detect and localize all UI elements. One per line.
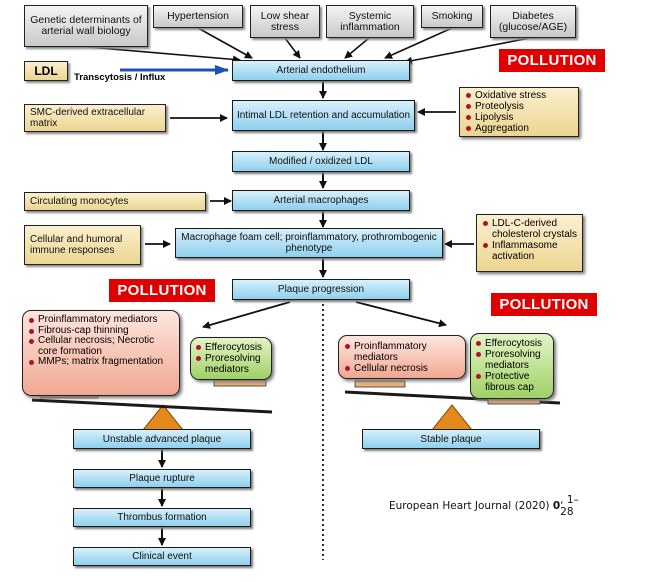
pollution-badge-top: POLLUTION: [499, 49, 605, 72]
foam-cell-modifiers: LDL-C-derived cholesterol crystals Infla…: [476, 214, 583, 272]
input-immune-responses: Cellular and humoral immune responses: [24, 225, 141, 265]
pro-item: Proinflammatory mediators: [343, 341, 461, 363]
scale-beam-left: [31, 398, 273, 414]
outcome-plaque-rupture: Plaque rupture: [73, 469, 251, 488]
modifier-item: Aggregation: [464, 123, 574, 134]
modifier-item: LDL-C-derived cholesterol crystals: [481, 218, 578, 240]
outcome-unstable-plaque: Unstable advanced plaque: [73, 429, 251, 449]
anti-item: Proresolving mediators: [194, 353, 268, 375]
fulcrum-right: [430, 404, 474, 431]
retention-modifiers: Oxidative stress Proteolysis Lipolysis A…: [459, 87, 579, 137]
step-ldl-retention: Intimal LDL retention and accumulation: [232, 100, 415, 131]
step-arterial-endothelium: Arterial endothelium: [232, 60, 410, 81]
stable-proinflammatory-box: Proinflammatory mediators Cellular necro…: [338, 335, 466, 379]
pro-item: Cellular necrosis; Necrotic core formati…: [27, 335, 175, 357]
pollution-badge-right: POLLUTION: [491, 293, 597, 316]
outcome-thrombus-formation: Thrombus formation: [73, 508, 251, 527]
modifier-item: Inflammasome activation: [481, 240, 578, 262]
stable-resolving-box: Efferocytosis Proresolving mediators Pro…: [470, 333, 554, 399]
step-modified-ldl: Modified / oxidized LDL: [232, 151, 410, 172]
pro-item: MMPs; matrix fragmentation: [27, 356, 175, 368]
citation-journal: European Heart Journal (2020): [389, 500, 553, 512]
unstable-proinflammatory-box: Proinflammatory mediators Fibrous-cap th…: [22, 310, 180, 396]
modifier-item: Lipolysis: [464, 112, 574, 123]
citation-pages: , 1–28: [560, 494, 579, 518]
pro-item: Proinflammatory mediators: [27, 314, 175, 326]
step-foam-cell: Macrophage foam cell; proinflammatory, p…: [175, 228, 443, 258]
outcome-stable-plaque: Stable plaque: [362, 429, 540, 449]
unstable-resolving-box: Efferocytosis Proresolving mediators: [190, 337, 272, 380]
risk-factor-diabetes: Diabetes (glucose/AGE): [490, 5, 576, 38]
input-smc-matrix: SMC-derived extracellular matrix: [24, 104, 166, 132]
transcytosis-label: Transcytosis / Influx: [74, 72, 166, 83]
risk-factor-genetics: Genetic determinants of arterial wall bi…: [24, 5, 148, 47]
outcome-clinical-event: Clinical event: [73, 547, 251, 566]
pro-item: Cellular necrosis: [343, 363, 461, 374]
modifier-item: Oxidative stress: [464, 90, 574, 101]
pollution-badge-middle: POLLUTION: [109, 279, 215, 302]
ldl-box: LDL: [24, 61, 68, 81]
step-arterial-macrophages: Arterial macrophages: [232, 190, 410, 211]
risk-factor-inflammation: Systemic inflammation: [326, 5, 414, 38]
risk-factor-low-shear: Low shear stress: [250, 5, 320, 38]
risk-factor-smoking: Smoking: [421, 5, 483, 28]
anti-item: Efferocytosis: [474, 338, 550, 349]
citation: European Heart Journal (2020) 0, 1–28: [389, 494, 589, 518]
step-plaque-progression: Plaque progression: [232, 279, 410, 300]
risk-factor-hypertension: Hypertension: [153, 5, 243, 28]
input-circulating-monocytes: Circulating monocytes: [24, 192, 206, 211]
citation-volume: 0: [552, 500, 561, 512]
modifier-item: Proteolysis: [464, 101, 574, 112]
anti-item: Protective fibrous cap: [474, 371, 550, 393]
anti-item: Efferocytosis: [194, 342, 268, 353]
anti-item: Proresolving mediators: [474, 349, 550, 371]
pro-item: Fibrous-cap thinning: [27, 325, 175, 337]
